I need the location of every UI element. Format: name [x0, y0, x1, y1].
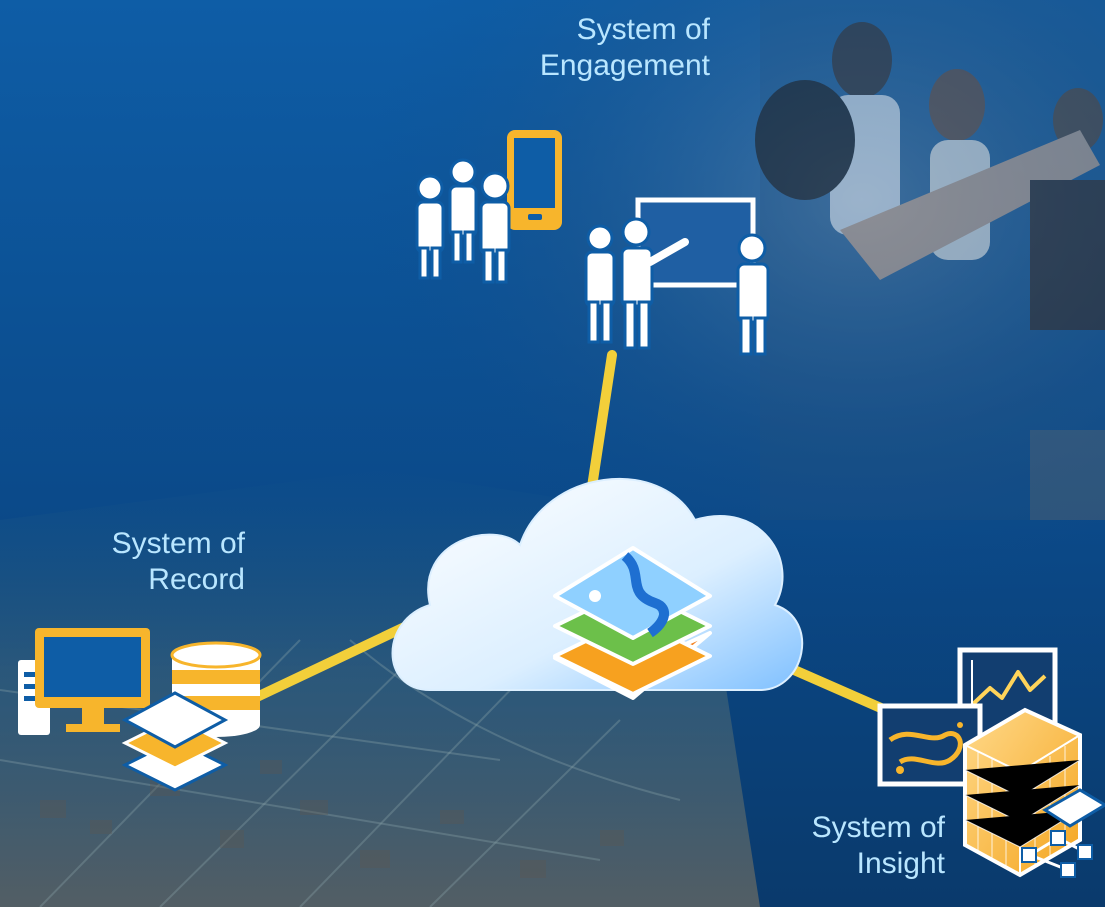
engagement-node: [415, 130, 770, 356]
cloud-hub-node: [391, 478, 804, 700]
map-layers-icon: [553, 546, 712, 700]
record-label: System of Record: [20, 526, 245, 598]
insight-node: [877, 647, 1105, 878]
presentation-icon: [584, 197, 770, 356]
people-group-icon: [415, 158, 511, 284]
layer-stack-icon: [121, 691, 229, 792]
record-label-line2: Record: [148, 563, 245, 596]
insight-label-line1: System of: [811, 811, 945, 844]
people-photo-decoration: [755, 0, 1105, 520]
engagement-label-line1: System of: [576, 13, 710, 46]
engagement-label: System of Engagement: [460, 12, 710, 84]
mobile-phone-icon: [507, 130, 562, 230]
engagement-label-line2: Engagement: [539, 49, 710, 82]
desktop-computer-icon: [18, 628, 150, 735]
record-node: [18, 628, 262, 792]
connector-engagement: [585, 350, 617, 505]
insight-label-line2: Insight: [856, 847, 945, 880]
record-label-line1: System of: [111, 527, 245, 560]
insight-label: System of Insight: [700, 810, 945, 882]
network-graph-icon: [1021, 788, 1105, 878]
